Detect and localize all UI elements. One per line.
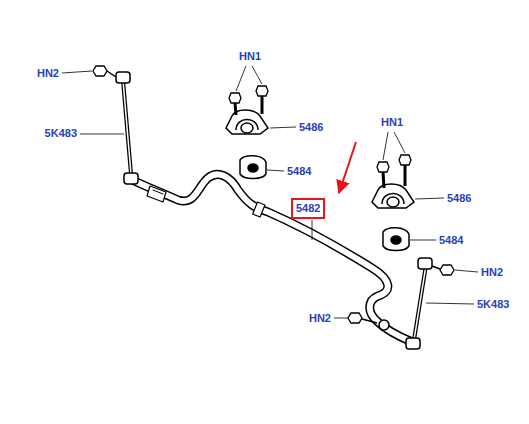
callout-number: 5484	[438, 234, 464, 247]
callout-number: 5484	[286, 165, 312, 178]
highlight-box: 5482	[291, 198, 325, 219]
callout-number: HN2	[36, 67, 60, 80]
bolt	[377, 155, 411, 188]
leader-line	[62, 66, 478, 318]
stabilizer-bar	[132, 174, 412, 342]
bushing	[383, 228, 409, 251]
callout-number: HN1	[380, 116, 404, 129]
callout-number: 5486	[298, 121, 324, 134]
bushing-bracket	[372, 184, 414, 208]
pointer-arrow	[339, 142, 356, 193]
callout-number: 5K483	[476, 298, 510, 311]
callout-number: HN2	[308, 312, 332, 325]
callout-number: 5486	[446, 192, 472, 205]
callout-number: HN2	[480, 266, 504, 279]
callout-number: 5K483	[44, 127, 78, 140]
callout-number: HN1	[238, 50, 262, 63]
bushing	[240, 156, 266, 179]
bolt	[229, 86, 268, 115]
callout-number: 5482	[296, 202, 320, 215]
stabilizer-link	[93, 66, 138, 184]
